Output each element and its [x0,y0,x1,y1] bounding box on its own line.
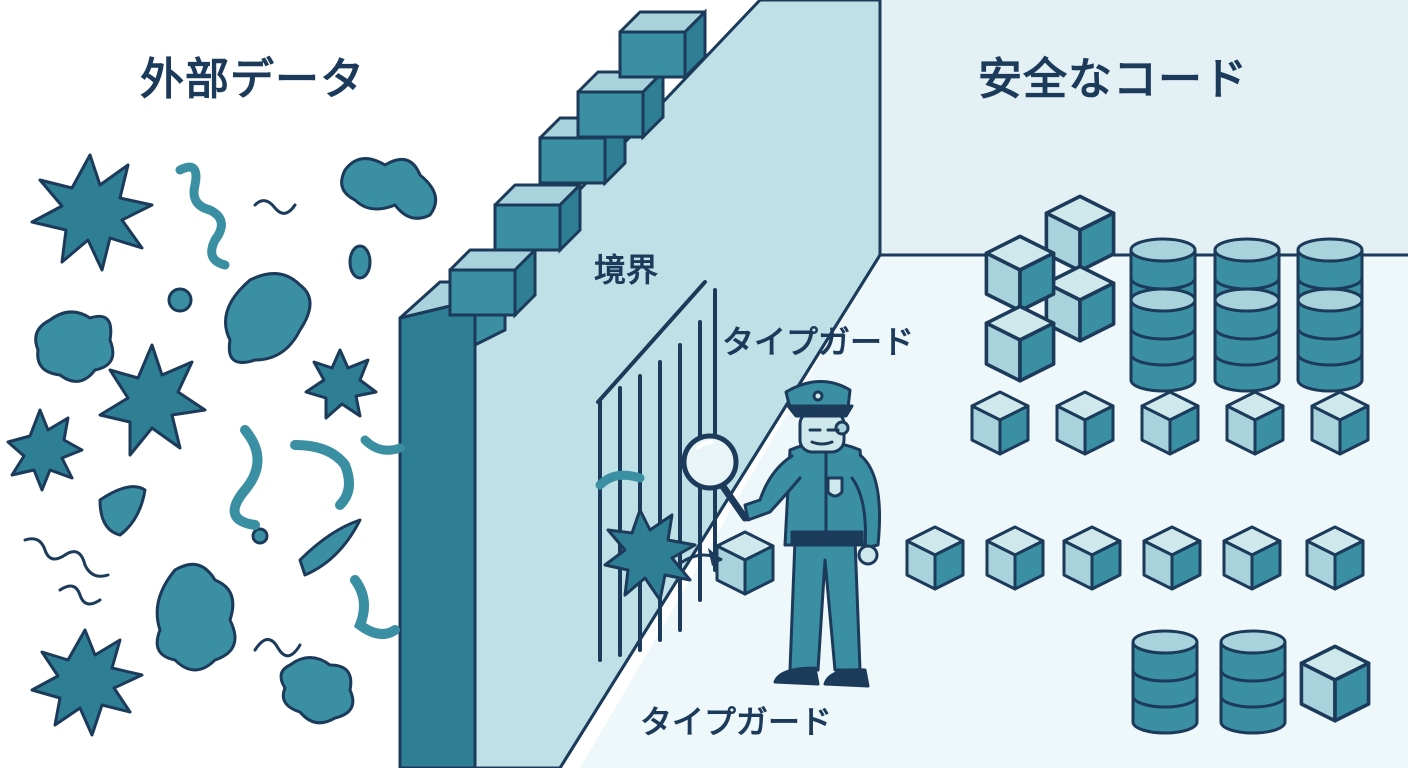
safe-code-label: 安全なコード [978,58,1248,102]
type-guard-label-upper: タイプガード [722,326,914,358]
external-data-label: 外部データ [140,58,365,102]
boundary-label: 境界 [594,254,658,286]
type-guard-label-lower: タイプガード [640,706,832,738]
